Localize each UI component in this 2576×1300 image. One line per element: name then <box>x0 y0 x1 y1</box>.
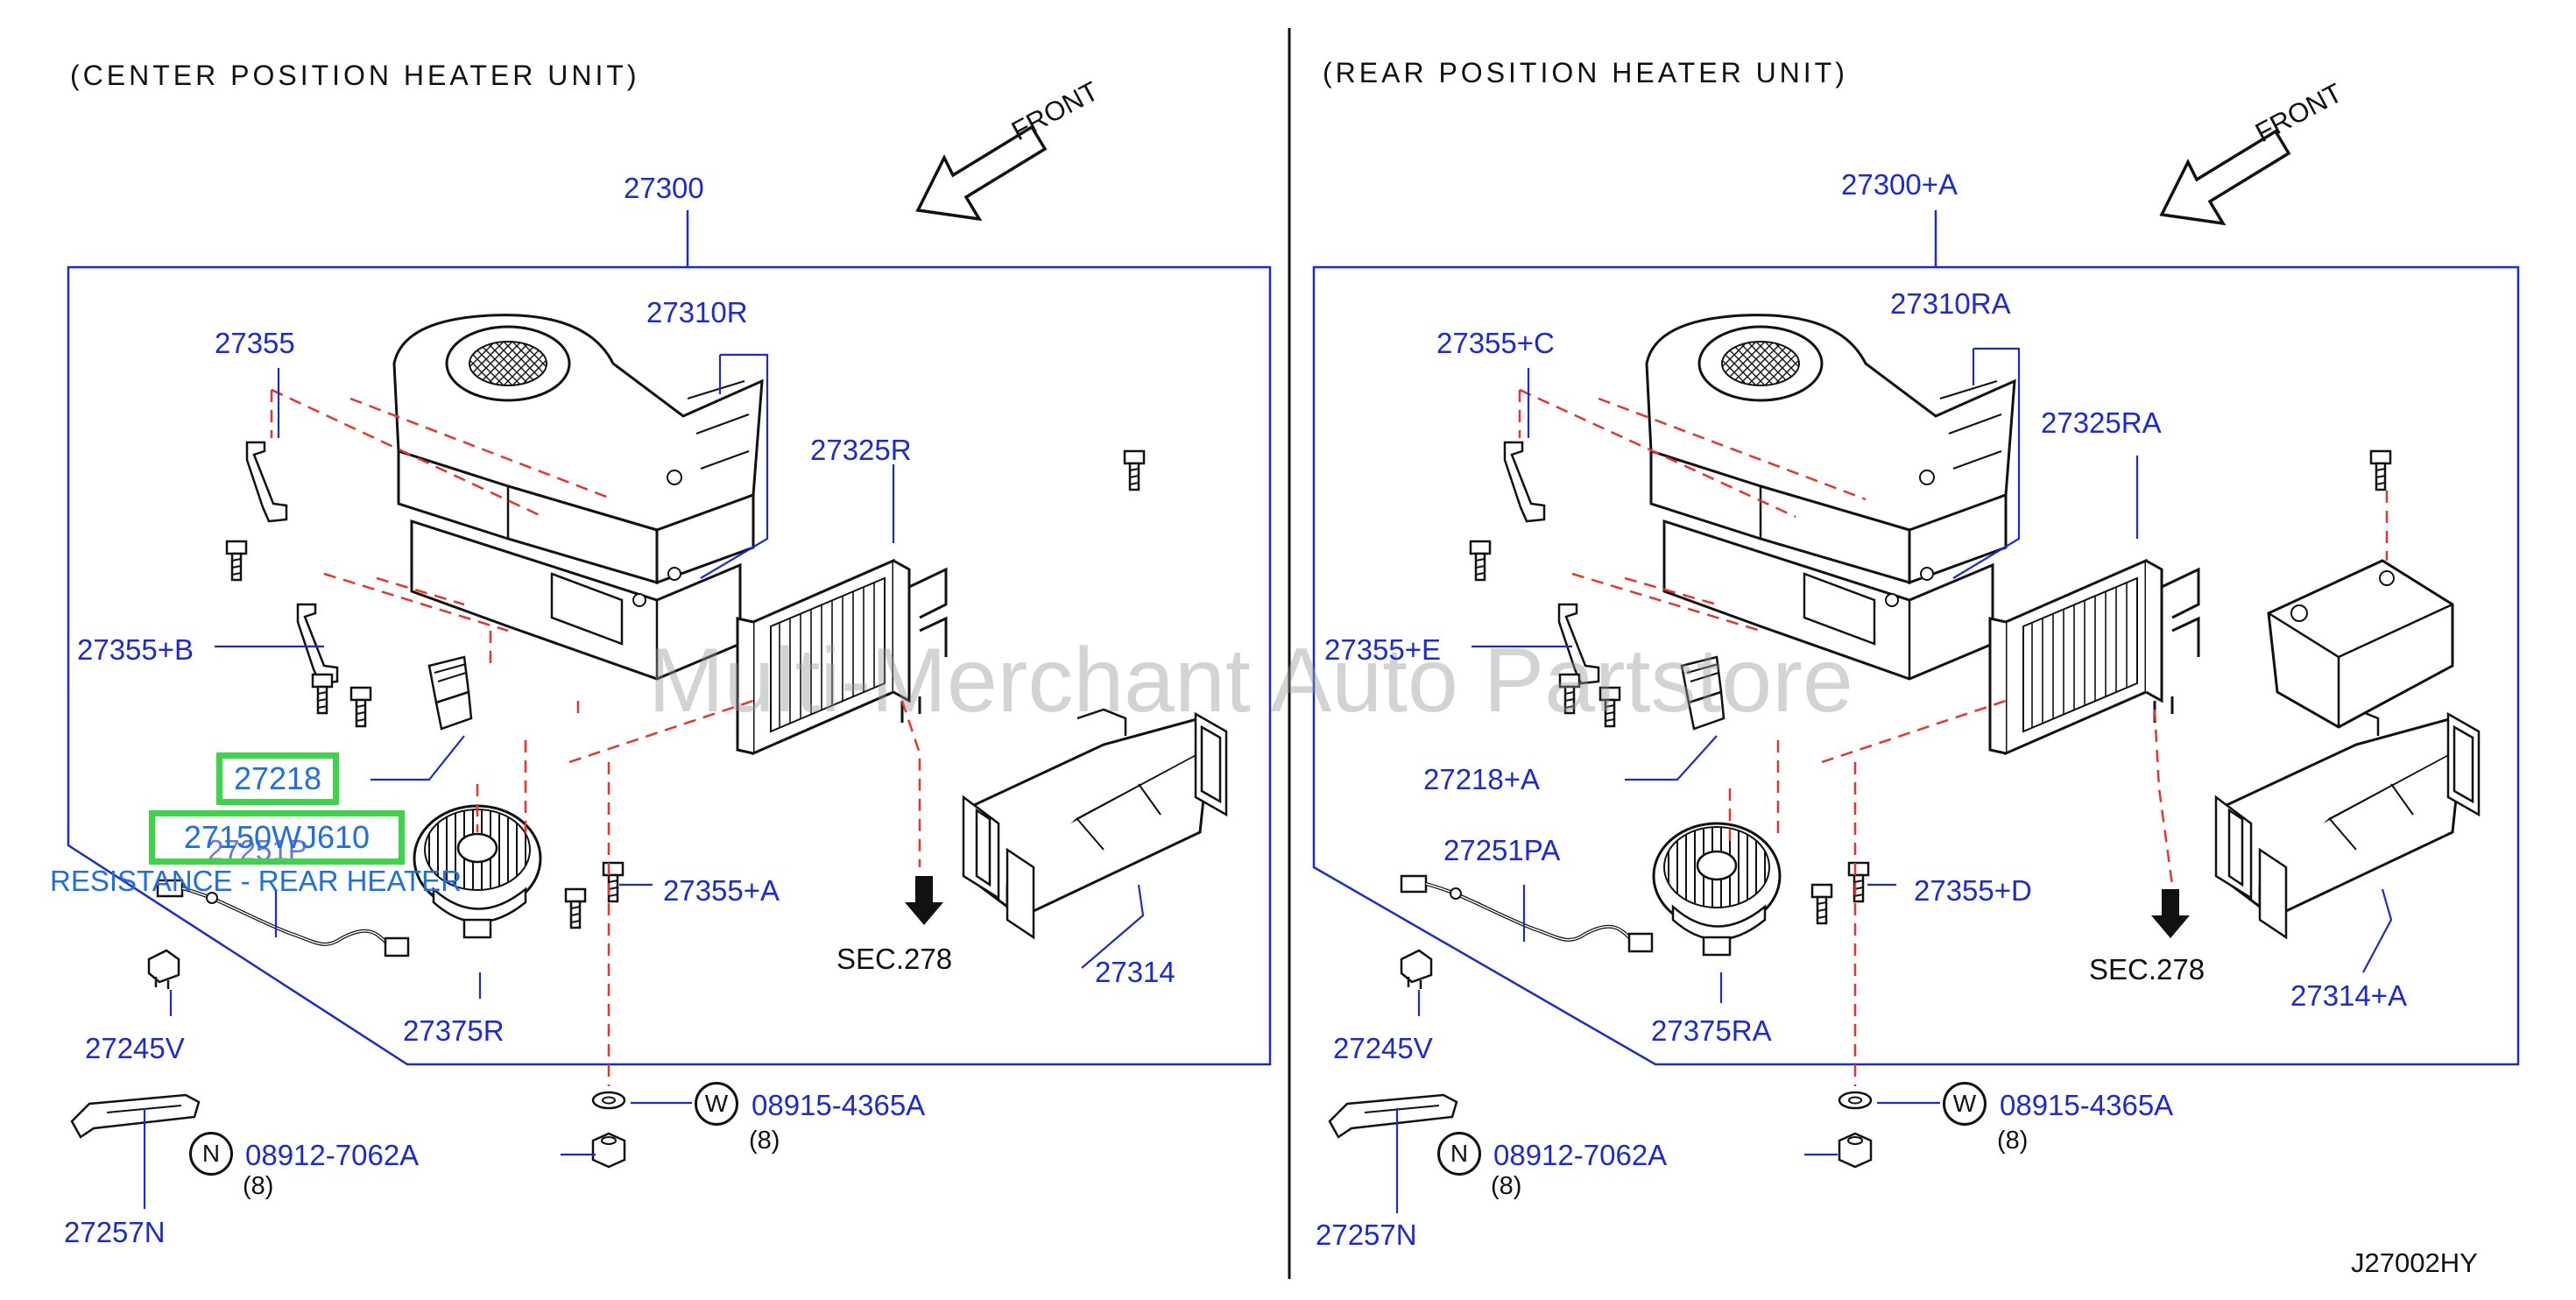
part-27310RA[interactable]: 27310RA <box>1890 287 2011 320</box>
part-27314-a[interactable]: 27314+A <box>2290 979 2408 1012</box>
nut-code-circle-rear: N <box>1437 1132 1481 1176</box>
part-27355-a[interactable]: 27355+A <box>663 874 780 907</box>
part-27300[interactable]: 27300 <box>624 172 704 204</box>
resistance-rear-heater-annotation: RESISTANCE - REAR HEATER <box>50 865 462 897</box>
part-08915-4365A[interactable]: 08915-4365A <box>752 1089 926 1121</box>
section-ref-278[interactable]: SEC.278 <box>836 943 953 975</box>
washer-quantity: (8) <box>749 1127 780 1155</box>
right-panel-header: (REAR POSITION HEATER UNIT) <box>1323 57 1848 88</box>
highlight-27218[interactable]: 27218 <box>216 752 339 805</box>
washer-code-circle: W <box>695 1082 738 1126</box>
part-27355-b[interactable]: 27355+B <box>77 633 194 666</box>
part-27257N-rear[interactable]: 27257N <box>1316 1219 1417 1251</box>
part-08915-4365A-rear[interactable]: 08915-4365A <box>2000 1089 2174 1121</box>
part-08912-7062A-rear[interactable]: 08912-7062A <box>1493 1139 1668 1171</box>
part-27325RA[interactable]: 27325RA <box>2041 406 2162 439</box>
part-27355-d[interactable]: 27355+D <box>1914 874 2032 907</box>
part-27310R[interactable]: 27310R <box>646 296 748 329</box>
part-27355-e[interactable]: 27355+E <box>1324 633 1442 666</box>
part-08912-7062A[interactable]: 08912-7062A <box>245 1139 420 1171</box>
part-27150WJ610: 27150WJ610 <box>183 819 371 855</box>
part-27375RA[interactable]: 27375RA <box>1651 1014 1772 1047</box>
highlight-replacement-part[interactable]: 27150WJ610 <box>149 810 405 865</box>
part-27375R[interactable]: 27375R <box>403 1014 505 1047</box>
left-panel-drawing <box>67 125 1272 1209</box>
part-27300-a[interactable]: 27300+A <box>1841 168 1958 201</box>
washer-code-circle-rear: W <box>1943 1082 1987 1126</box>
part-27245V-rear[interactable]: 27245V <box>1333 1032 1433 1064</box>
washer-quantity-rear: (8) <box>1997 1127 2029 1155</box>
part-27355[interactable]: 27355 <box>215 327 295 359</box>
nut-code-circle: N <box>189 1132 233 1176</box>
part-27245V[interactable]: 27245V <box>85 1032 185 1064</box>
watermark: Multi-Merchant Auto Partstore <box>648 630 1853 731</box>
part-27218: 27218 <box>233 760 322 796</box>
part-27251PA[interactable]: 27251PA <box>1443 834 1561 866</box>
part-27218-a[interactable]: 27218+A <box>1423 763 1541 795</box>
diagram-code: J27002HY <box>2351 1247 2478 1278</box>
part-27314[interactable]: 27314 <box>1095 956 1175 988</box>
part-27325R[interactable]: 27325R <box>810 434 912 466</box>
part-27355-c[interactable]: 27355+C <box>1436 327 1555 359</box>
section-ref-278-rear[interactable]: SEC.278 <box>2089 953 2205 986</box>
nut-quantity-rear: (8) <box>1491 1172 1522 1200</box>
left-panel-header: (CENTER POSITION HEATER UNIT) <box>70 60 640 91</box>
part-27257N[interactable]: 27257N <box>64 1216 166 1248</box>
nut-quantity: (8) <box>243 1172 274 1200</box>
right-panel-drawing <box>1312 130 2520 1213</box>
